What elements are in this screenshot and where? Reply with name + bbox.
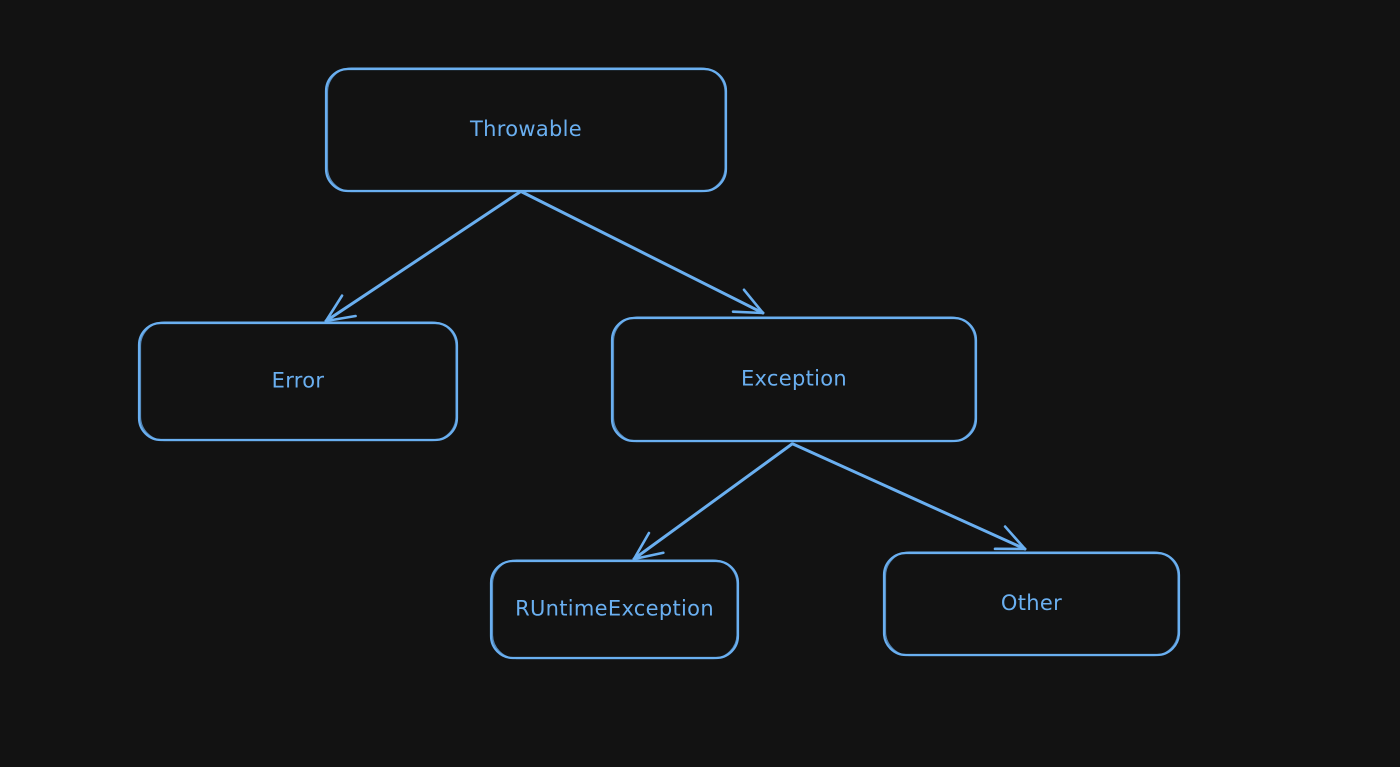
node-other: Other bbox=[882, 551, 1181, 657]
node-box-sketch-runtime bbox=[491, 559, 738, 660]
node-label-other: Other bbox=[1001, 591, 1062, 615]
edges-layer bbox=[324, 190, 1027, 561]
edge-exception-to-other bbox=[791, 442, 1027, 551]
node-exception: Exception bbox=[610, 316, 978, 443]
edge-line-exception-to-runtime bbox=[632, 442, 794, 561]
arrowhead-throwable-to-error bbox=[324, 294, 357, 323]
edge-throwable-to-exception bbox=[520, 190, 765, 315]
edge-throwable-to-error bbox=[324, 190, 522, 323]
arrowhead-throwable-to-exception bbox=[731, 288, 765, 315]
arrowhead-exception-to-runtime bbox=[632, 531, 665, 561]
node-label-exception: Exception bbox=[741, 367, 847, 391]
node-label-error: Error bbox=[272, 369, 325, 393]
node-box-sketch-error bbox=[139, 321, 457, 442]
edge-line-exception-to-other bbox=[791, 442, 1027, 551]
node-box-sketch-other bbox=[884, 551, 1179, 657]
node-runtime: RUntimeException bbox=[489, 559, 740, 660]
node-box-sketch-throwable bbox=[326, 67, 726, 193]
node-label-runtime: RUntimeException bbox=[515, 597, 714, 621]
node-label-throwable: Throwable bbox=[469, 117, 582, 141]
edge-line-throwable-to-exception bbox=[520, 190, 765, 315]
arrowhead-exception-to-other bbox=[993, 525, 1027, 551]
edge-exception-to-runtime bbox=[632, 442, 794, 561]
edge-line-throwable-to-error bbox=[324, 190, 522, 323]
node-throwable: Throwable bbox=[324, 67, 728, 193]
node-error: Error bbox=[137, 321, 459, 442]
node-box-sketch-exception bbox=[612, 316, 976, 443]
